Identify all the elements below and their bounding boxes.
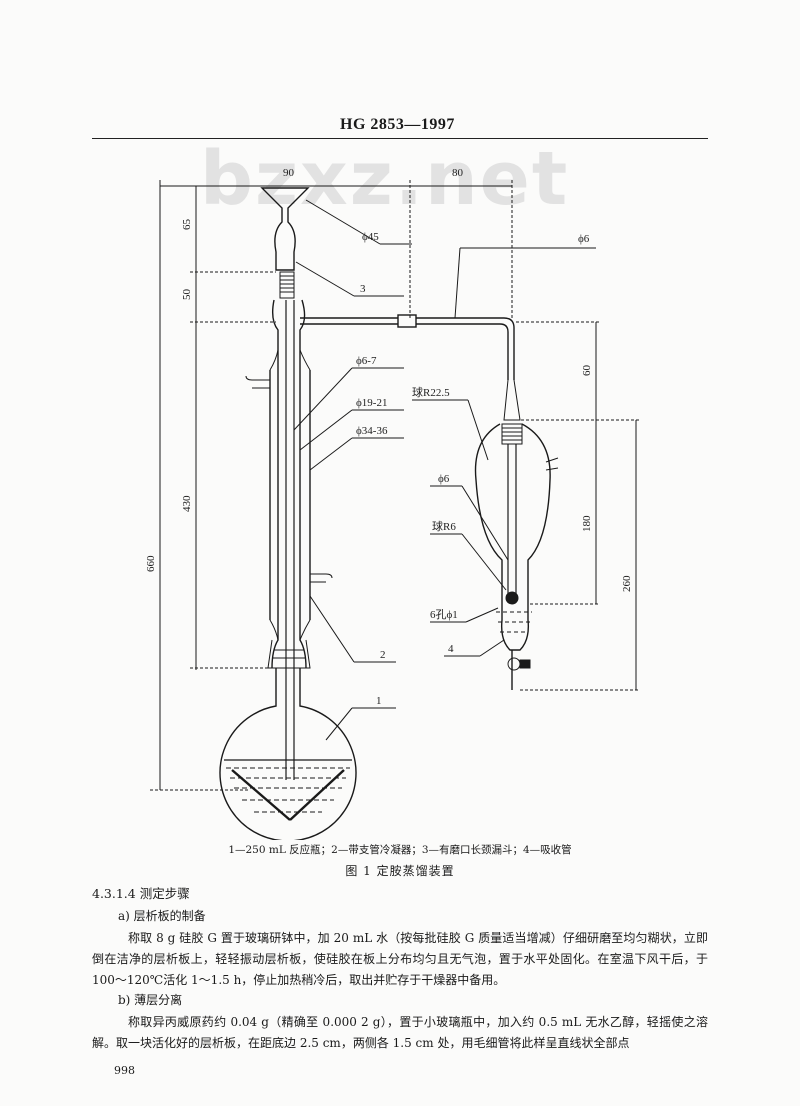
section-heading: 4.3.1.4 测定步骤	[92, 886, 190, 901]
label-ball-r6: 球R6	[432, 519, 456, 533]
dim-50: 50	[181, 289, 193, 301]
label-part-2: 2	[380, 649, 386, 661]
item-a-heading: a) 层析板的制备	[118, 909, 206, 923]
figure-legend: 1—250 mL 反应瓶；2—带支管冷凝器；3—有磨口长颈漏斗；4—吸收管	[228, 844, 572, 856]
label-d6-mid: ϕ6	[438, 473, 450, 485]
paragraph-tlc-separation: 称取异丙威原药约 0.04 g（精确至 0.000 2 g），置于小玻璃瓶中，加…	[92, 1015, 708, 1050]
label-holes: 6孔ϕ1	[430, 608, 458, 621]
label-d19-21: ϕ19-21	[356, 397, 387, 409]
dim-430: 430	[181, 495, 193, 512]
standard-code: HG 2853—1997	[340, 116, 455, 133]
dim-660: 660	[145, 555, 157, 572]
item-b-heading: b) 薄层分离	[118, 993, 183, 1007]
figure-caption: 图 1 定胺蒸馏装置	[345, 864, 455, 878]
watermark: bzxz.net	[200, 136, 570, 222]
dim-80: 80	[452, 167, 464, 179]
dim-260: 260	[621, 575, 633, 592]
dim-65: 65	[181, 219, 193, 231]
dim-60: 60	[581, 365, 593, 377]
label-d6-7: ϕ6-7	[356, 355, 377, 367]
apparatus-figure: 90 80 65 50 430 660 60 180 260 ϕ45 ϕ6 3 …	[145, 167, 640, 840]
label-part-3: 3	[360, 283, 366, 295]
paragraph-plate-preparation: 称取 8 g 硅胶 G 置于玻璃研钵中，加 20 mL 水（按每批硅胶 G 质量…	[92, 931, 708, 987]
dim-180: 180	[581, 515, 593, 532]
label-d45: ϕ45	[362, 231, 379, 243]
page-number: 998	[114, 1064, 135, 1077]
header-rule	[92, 138, 708, 139]
label-d6-top: ϕ6	[578, 233, 590, 245]
label-part-1: 1	[376, 695, 382, 707]
label-ball-r22-5: 球R22.5	[412, 385, 450, 399]
dim-90: 90	[283, 167, 295, 179]
label-d34-36: ϕ34-36	[356, 425, 388, 437]
label-part-4: 4	[448, 643, 454, 655]
